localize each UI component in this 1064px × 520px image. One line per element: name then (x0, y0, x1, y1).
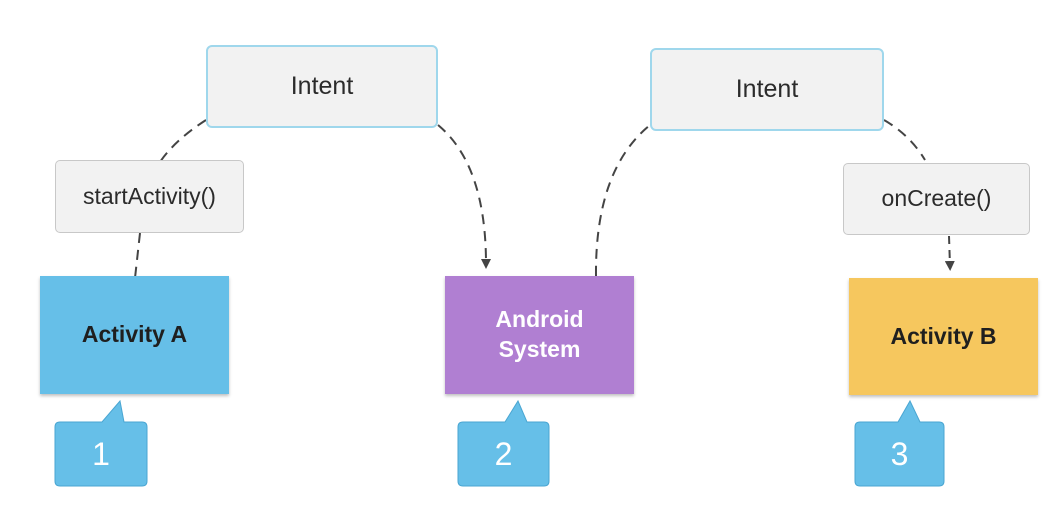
activity-a-box: Activity A (40, 276, 229, 394)
connector-intent-to-oncreate (883, 119, 926, 161)
intent-box-left: Intent (206, 45, 438, 128)
activity-b-label: Activity B (890, 322, 997, 349)
connector-intent-to-startactivity (159, 119, 207, 163)
android-system-label: Android System (495, 306, 584, 362)
activity-a-label: Activity A (81, 321, 188, 348)
start-activity-box: startActivity() (55, 160, 244, 233)
activity-b-box: Activity B (849, 278, 1038, 395)
start-activity-label: startActivity() (83, 182, 216, 209)
intent-label-right: Intent (735, 75, 799, 104)
intent-label-left: Intent (290, 72, 354, 101)
on-create-label: onCreate() (881, 185, 992, 212)
step-badge-1-shape (54, 399, 148, 487)
step-badge-2-shape (457, 399, 550, 487)
android-system-box: Android System (445, 276, 634, 394)
arrow-intent-to-android-system (437, 124, 491, 269)
connector-android-system-to-intent (594, 124, 651, 277)
intent-box-right: Intent (650, 48, 884, 131)
arrow-oncreate-to-activity-b (944, 235, 955, 271)
step-badge-3-shape (854, 399, 945, 487)
on-create-box: onCreate() (843, 163, 1030, 235)
connector-startactivity-to-activity-a (134, 232, 141, 279)
